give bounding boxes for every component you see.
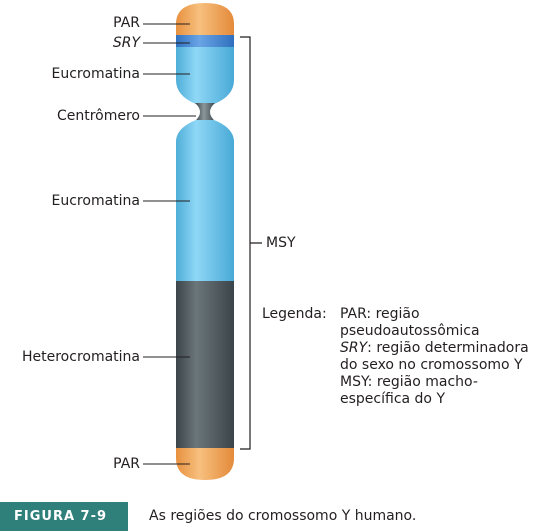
caption-text: As regiões do cromossomo Y humano. — [149, 508, 417, 524]
legend-text: específica do Y — [340, 391, 445, 407]
legend-text: pseudoautossômica — [340, 323, 480, 339]
euchromatin-long-arm — [176, 120, 234, 282]
legend-text: : região macho- — [367, 374, 478, 390]
legend-title: Legenda: — [262, 306, 327, 322]
par-bottom-region — [176, 448, 234, 480]
figure-label: FIGURA 7-9 — [0, 502, 128, 531]
label-eucromatina-bottom: Eucromatina — [51, 193, 140, 209]
legend-text: : região determinadora — [367, 340, 529, 356]
leader-lines — [143, 23, 196, 465]
legend-term: MSY — [340, 374, 368, 390]
heterochromatin-region — [176, 281, 234, 449]
legend-line: do sexo no cromossomo Y — [340, 357, 541, 374]
legend-text: do sexo no cromossomo Y — [340, 357, 523, 373]
label-msy: MSY — [266, 235, 296, 251]
legend-line: SRY: região determinadora — [340, 340, 541, 357]
figure-caption: FIGURA 7-9 As regiões do cromossomo Y hu… — [0, 502, 541, 531]
label-par-bottom: PAR — [113, 456, 140, 472]
label-heterocromatina: Heterocromatina — [21, 349, 140, 365]
legend-line: específica do Y — [340, 391, 541, 408]
label-par-top: PAR — [113, 15, 140, 31]
msy-bracket — [240, 36, 262, 450]
label-sry: SRY — [112, 35, 140, 51]
legend-text: : região — [366, 306, 420, 322]
label-eucromatina-top: Eucromatina — [51, 66, 140, 82]
sry-band — [176, 35, 234, 48]
legend-line: PAR: região — [340, 306, 541, 323]
legend-term: PAR — [340, 306, 367, 322]
par-top-region — [176, 3, 234, 36]
legend-line: pseudoautossômica — [340, 323, 541, 340]
euchromatin-short-arm — [176, 47, 234, 104]
legend-line: MSY: região macho- — [340, 374, 541, 391]
label-centromero: Centrômero — [56, 108, 140, 124]
centromere — [195, 103, 215, 121]
legend-term: SRY — [340, 340, 368, 356]
